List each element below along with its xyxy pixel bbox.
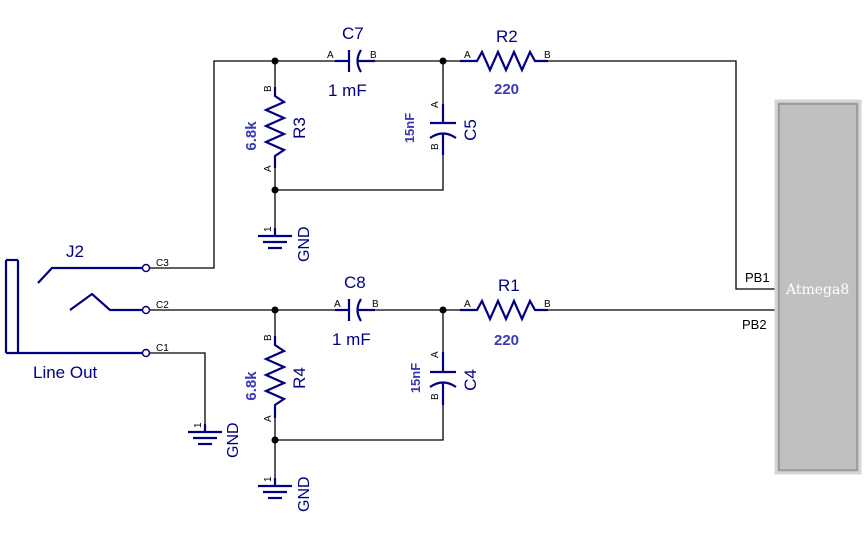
junction-dot	[271, 306, 279, 314]
capacitor-c8: C8 1 mF A B	[332, 273, 379, 349]
r4-pin-a: A	[263, 415, 274, 422]
resistor-r2: R2 220 A B	[460, 27, 551, 98]
wire-r3-c5-bottom	[274, 155, 444, 191]
capacitor-c4: C4 15nF A B	[408, 351, 480, 405]
c5-pin-b: B	[430, 143, 441, 150]
r2-pin-b: B	[544, 50, 551, 61]
capacitor-c5: C5 15nF A B	[402, 101, 480, 155]
c4-name: C4	[461, 369, 480, 391]
junction-dot	[439, 306, 447, 314]
r2-name: R2	[496, 27, 518, 46]
gnd-bottom-label: GND	[296, 476, 313, 512]
c5-pin-a: A	[430, 101, 441, 108]
gnd-jack-label: GND	[225, 422, 242, 458]
junction-dot	[271, 436, 279, 444]
c5-value: 15nF	[402, 113, 417, 143]
ground-symbol-top: 1 GND	[258, 226, 313, 262]
c7-pin-b: B	[370, 50, 377, 61]
ground-symbol-jack: 1 GND	[188, 422, 242, 458]
mcu-pin-pb2: PB2	[742, 317, 767, 332]
r3-name: R3	[290, 117, 309, 139]
gnd-jack-pin: 1	[193, 422, 204, 428]
gnd-bottom-pin: 1	[263, 476, 274, 482]
r2-pin-a: A	[464, 50, 471, 61]
resistor-r4: R4 6.8k B A	[243, 334, 309, 422]
r3-pin-b: B	[263, 85, 274, 92]
junction-dot	[439, 57, 447, 65]
r3-pin-a: A	[263, 165, 274, 172]
c7-pin-a: A	[327, 50, 334, 61]
c5-name: C5	[461, 119, 480, 141]
j2-pin-c3: C3	[156, 258, 169, 269]
j2-pin-c1: C1	[156, 343, 169, 354]
ground-symbol-bottom: 1 GND	[258, 476, 313, 512]
r1-value: 220	[494, 332, 519, 349]
r4-name: R4	[290, 367, 309, 389]
mcu-pin-pb1: PB1	[745, 270, 770, 285]
gnd-top-label: GND	[296, 226, 313, 262]
j2-pin-c2: C2	[156, 300, 169, 311]
r2-value: 220	[494, 81, 519, 98]
r1-pin-b: B	[544, 299, 551, 310]
resistor-r3: R3 6.8k B A	[243, 85, 309, 172]
microcontroller-atmega8: Atmega8 PB1 PB2	[742, 99, 862, 475]
junctions	[271, 57, 447, 444]
junction-dot	[271, 186, 279, 194]
wires	[150, 60, 778, 478]
c8-pin-b: B	[372, 299, 379, 310]
gnd-top-pin: 1	[263, 226, 274, 232]
c7-name: C7	[342, 24, 364, 43]
resistor-r1: R1 220 A B	[460, 276, 551, 349]
c4-pin-b: B	[430, 393, 441, 400]
c8-name: C8	[344, 273, 366, 292]
capacitor-c7: C7 1 mF A B	[327, 24, 377, 100]
r1-name: R1	[498, 276, 520, 295]
c8-value: 1 mF	[332, 330, 371, 349]
audio-jack-j2: J2 Line Out C3 C2 C1	[4, 242, 169, 382]
junction-dot	[271, 57, 279, 65]
j2-name: J2	[66, 242, 84, 261]
r3-value: 6.8k	[243, 121, 260, 151]
wire-r4-c4-bottom	[274, 405, 444, 441]
c4-pin-a: A	[430, 351, 441, 358]
c4-value: 15nF	[408, 363, 423, 393]
c8-pin-a: A	[334, 299, 341, 310]
c7-value: 1 mF	[328, 81, 367, 100]
r4-pin-b: B	[263, 334, 274, 341]
j2-label: Line Out	[33, 363, 98, 382]
r4-value: 6.8k	[243, 371, 260, 401]
mcu-name: Atmega8	[785, 282, 849, 298]
wire-r2-to-pb1	[548, 60, 778, 290]
r1-pin-a: A	[464, 299, 471, 310]
wire-c1-to-gnd	[150, 352, 206, 424]
